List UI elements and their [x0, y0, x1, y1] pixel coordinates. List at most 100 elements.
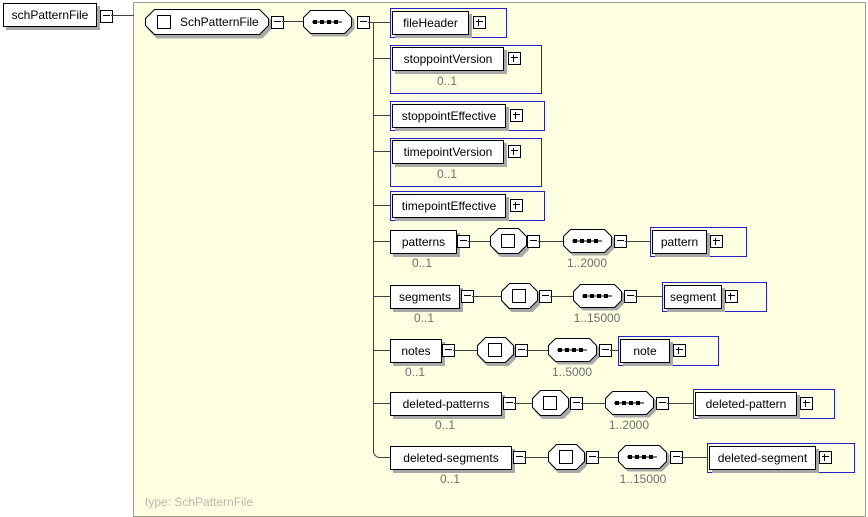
expand-icon[interactable] [673, 344, 686, 357]
element-frame [390, 8, 507, 38]
connector-line [667, 403, 693, 404]
element-box-timepointEffective[interactable]: timepointEffective [392, 194, 506, 218]
expand-icon[interactable] [710, 235, 723, 248]
connector-line [514, 403, 532, 404]
element-frame [650, 227, 747, 257]
sequence-icon[interactable] [573, 284, 627, 312]
expand-icon[interactable] [510, 199, 523, 212]
connector-line [472, 296, 501, 297]
element-box-segment[interactable]: segment [664, 285, 722, 309]
element-label: segment [669, 290, 717, 304]
element-label: deleted-segment [717, 451, 808, 465]
connector-line [373, 350, 390, 351]
expand-icon[interactable] [508, 145, 521, 158]
expand-icon[interactable] [800, 397, 813, 410]
element-box-patterns[interactable]: patterns [390, 230, 457, 254]
occurrence-label: 0..1 [439, 472, 461, 486]
connector-line [635, 296, 662, 297]
sequence-icon[interactable] [605, 391, 659, 419]
element-box-notes[interactable]: notes [390, 339, 442, 363]
occurrence-label: 0..1 [436, 167, 458, 181]
element-box-deleted-pattern[interactable]: deleted-pattern [695, 392, 797, 416]
occurrence-label: 0..1 [404, 365, 426, 379]
occurrence-label: 0..1 [411, 256, 433, 270]
element-label: notes [401, 344, 431, 358]
element-label: fileHeader [403, 16, 458, 30]
connector-line [373, 151, 390, 152]
complex-type-icon[interactable] [490, 228, 529, 257]
sequence-icon[interactable] [563, 229, 617, 257]
connector-trunk [373, 22, 374, 445]
element-box-timepointVersion[interactable]: timepointVersion [392, 140, 504, 164]
element-label: note [633, 344, 657, 358]
element-frame [618, 336, 719, 366]
complex-type-icon[interactable] [548, 444, 587, 473]
connector-line [538, 241, 563, 242]
connector-line [111, 15, 134, 16]
element-label: deleted-pattern [705, 397, 787, 411]
element-frame [662, 282, 767, 312]
complex-type-icon[interactable] [501, 283, 540, 312]
element-frame [390, 191, 545, 221]
connector-line [373, 296, 390, 297]
element-label: timepointEffective [401, 199, 497, 213]
element-frame [390, 45, 542, 94]
type-name-label: SchPatternFile [180, 15, 259, 29]
sequence-icon[interactable] [618, 445, 672, 473]
connector-line [625, 241, 650, 242]
element-box-deleted-segment[interactable]: deleted-segment [709, 446, 816, 470]
occurrence-label: 0..1 [434, 418, 456, 432]
connector-line [373, 241, 390, 242]
type-footer: type: SchPatternFile [145, 495, 254, 509]
element-box-note[interactable]: note [620, 339, 670, 363]
connector-line [526, 350, 548, 351]
element-box-stoppointVersion[interactable]: stoppointVersion [392, 47, 504, 71]
expand-icon[interactable] [510, 109, 523, 122]
element-frame [707, 443, 855, 473]
complex-type-icon[interactable] [477, 337, 516, 366]
element-label: stoppointEffective [401, 109, 497, 123]
connector-line [681, 457, 707, 458]
element-label: timepointVersion [403, 145, 493, 159]
root-element-label: schPatternFile [11, 8, 89, 22]
complex-type-icon[interactable] [145, 9, 272, 39]
element-label: deleted-segments [403, 451, 499, 465]
element-box-fileHeader[interactable]: fileHeader [392, 11, 469, 35]
element-label: patterns [401, 235, 446, 249]
element-frame [390, 101, 545, 131]
occurrence-label: 1..2000 [608, 418, 650, 432]
element-label: stoppointVersion [403, 52, 493, 66]
occurrence-label: 1..2000 [566, 256, 608, 270]
element-box-segments[interactable]: segments [390, 285, 460, 309]
element-label: segments [398, 290, 452, 304]
connector-line [550, 296, 573, 297]
expand-icon[interactable] [819, 451, 832, 464]
content-model-panel [133, 2, 866, 517]
expand-icon[interactable] [508, 52, 521, 65]
sequence-icon[interactable] [548, 338, 602, 366]
sequence-icon[interactable] [303, 10, 357, 38]
element-label: deleted-patterns [402, 397, 490, 411]
connector-line [597, 457, 618, 458]
element-box-deleted-segments[interactable]: deleted-segments [390, 446, 512, 470]
connector-line [282, 21, 303, 22]
expand-icon[interactable] [473, 16, 486, 29]
element-box-deleted-patterns[interactable]: deleted-patterns [390, 392, 502, 416]
root-collapse-icon[interactable] [100, 10, 113, 23]
root-element-box[interactable]: schPatternFile [3, 3, 97, 27]
complex-type-icon[interactable] [532, 390, 571, 419]
connector-line [368, 22, 390, 23]
expand-icon[interactable] [725, 290, 738, 303]
element-label: pattern [660, 235, 699, 249]
type-collapse-icon[interactable] [271, 16, 284, 29]
element-frame [693, 389, 835, 419]
connector-line [373, 115, 390, 116]
collapse-icon[interactable] [457, 235, 470, 248]
collapse-icon[interactable] [656, 397, 669, 410]
element-box-pattern[interactable]: pattern [652, 230, 707, 254]
connector-line [373, 403, 390, 404]
connector-line [581, 403, 605, 404]
connector-line [610, 350, 618, 351]
element-box-stoppointEffective[interactable]: stoppointEffective [392, 104, 506, 128]
